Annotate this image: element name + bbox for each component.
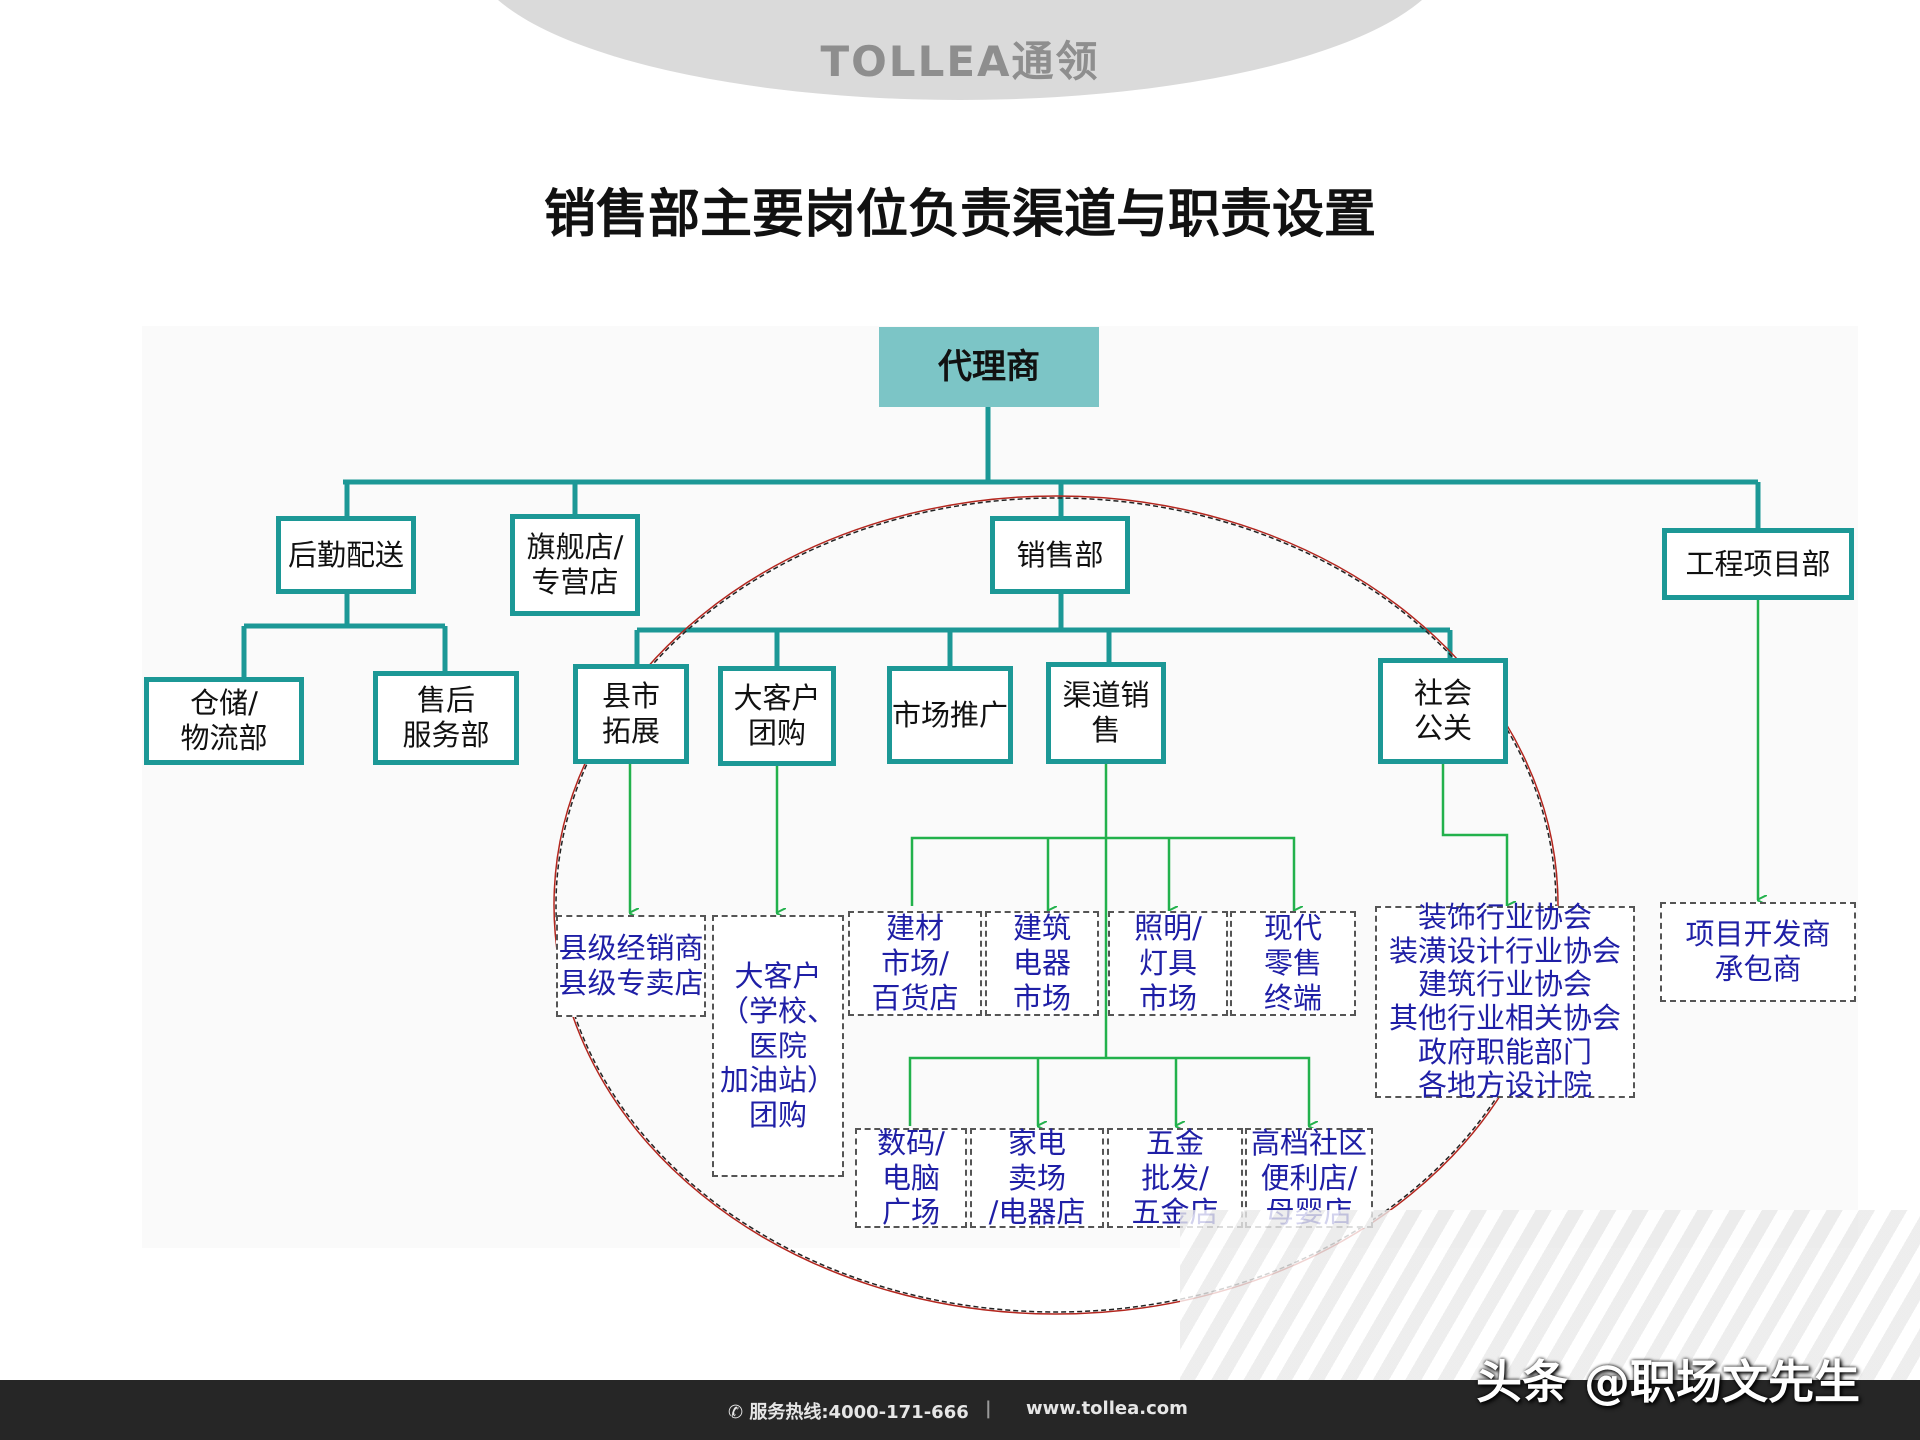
hotline-value: 服务热线:4000-171-666: [749, 1402, 969, 1423]
modern-retail-box: 现代 零售 终端: [1230, 911, 1356, 1016]
aftersales-box: 售后 服务部: [373, 671, 519, 765]
page-title: 销售部主要岗位负责渠道与职责设置: [543, 185, 1376, 245]
county-expansion-box: 县市 拓展: [573, 664, 689, 764]
flagship-store-box: 旗舰店/ 专营店: [510, 514, 640, 616]
watermark-text: 头条 @职场文先生: [1476, 1355, 1861, 1409]
electrical-market-box: 建筑 电器 市场: [985, 911, 1099, 1016]
digital-plaza-box: 数码/ 电脑 广场: [855, 1126, 967, 1229]
county-dealers-box: 县级经销商 县级专卖店: [556, 915, 706, 1017]
company-logo: TOLLEA通领: [820, 37, 1100, 86]
home-appliance-box: 家电 卖场 /电器店: [970, 1126, 1104, 1229]
key-account-detail-box: 大客户 （学校、 医院 加油站） 团购: [712, 915, 844, 1177]
teal-tree-lines: [241, 405, 1761, 679]
logistics-box: 后勤配送: [276, 516, 416, 594]
green-arrow-lines: [628, 599, 1758, 1126]
marketing-box: 市场推广: [887, 666, 1013, 764]
building-materials-market-box: 建材 市场/ 百货店: [848, 911, 982, 1016]
public-relations-box: 社会 公关: [1378, 658, 1508, 764]
developers-box: 项目开发商 承包商: [1660, 902, 1856, 1002]
channel-sales-box: 渠道销售: [1046, 662, 1166, 764]
footer-bar: [0, 1380, 1920, 1440]
sales-scope-ellipse: [553, 495, 1559, 1315]
footer-separator: |: [985, 1398, 992, 1419]
hotline-text: ✆ 服务热线:4000-171-666: [728, 1402, 969, 1423]
associations-box: 装饰行业协会 装潢设计行业协会 建筑行业协会 其他行业相关协会 政府职能部门 各…: [1375, 900, 1635, 1102]
key-account-box: 大客户 团购: [718, 666, 836, 766]
project-department-box: 工程项目部: [1662, 528, 1854, 600]
sales-department-box: 销售部: [990, 516, 1130, 594]
website-link[interactable]: www.tollea.com: [1026, 1398, 1188, 1419]
warehouse-box: 仓储/ 物流部: [144, 677, 304, 765]
lighting-market-box: 照明/ 灯具 市场: [1108, 911, 1228, 1016]
agent-root-box: 代理商: [879, 327, 1099, 407]
decorative-stripes: [1180, 1210, 1920, 1380]
